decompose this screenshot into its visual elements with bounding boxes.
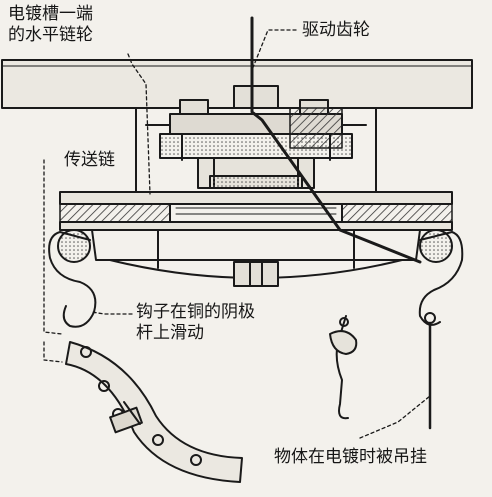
right-hook [418, 229, 464, 326]
label-conveyor-chain: 传送链 [64, 150, 115, 170]
label-sprocket-line1: 电镀槽一端 [8, 4, 93, 24]
label-sprocket-line2: 的水平链轮 [8, 25, 93, 45]
label-horizontal-sprocket: 电镀槽一端的水平链轮 [8, 4, 93, 46]
drive-rod [250, 16, 422, 264]
label-drive-gear: 驱动齿轮 [302, 20, 370, 40]
chain-segment-detail [65, 341, 243, 483]
hook-detail [329, 315, 358, 420]
hanging-wire [424, 312, 436, 430]
lower-cage [91, 229, 421, 287]
left-hook [48, 229, 97, 328]
label-hook-line1: 钩子在铜的阴极 [136, 302, 255, 322]
leader-lines [43, 29, 431, 439]
label-hung-part: 物体在电镀时被吊挂 [274, 447, 427, 467]
drive-gear-hub [197, 157, 315, 189]
horizontal-sprocket [59, 191, 453, 231]
label-hook-slides: 钩子在铜的阴极杆上滑动 [136, 302, 255, 344]
label-hook-line2: 杆上滑动 [136, 323, 204, 343]
